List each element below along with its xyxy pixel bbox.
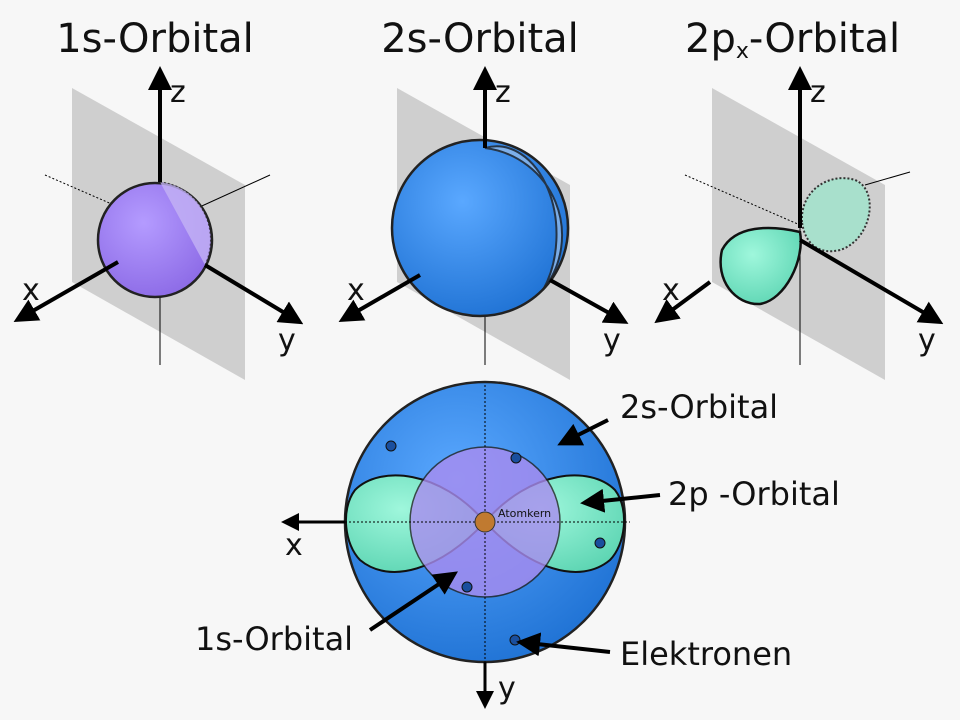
x-label: x: [662, 273, 680, 308]
z-label: z: [170, 75, 186, 110]
nucleus: [474, 511, 496, 533]
z-label: z: [495, 75, 511, 110]
y-label: y: [918, 323, 936, 358]
combined-atom: x y Atomkern 2s-Orbital 2p -Orbital 1s-O…: [195, 380, 840, 709]
2s-sphere: [390, 138, 570, 318]
x-axis: [13, 260, 119, 322]
y-label: y: [278, 323, 296, 358]
p-lobe-front: [719, 226, 803, 306]
z-label: z: [810, 75, 826, 110]
panel-1s: 1s-Orbital z x y: [13, 16, 304, 380]
y-axis: [203, 263, 304, 325]
electrons: [385, 440, 606, 646]
label-electrons: Elektronen: [620, 635, 792, 673]
x-label: x: [347, 273, 365, 308]
panel-2px: 2px-Orbital z x y: [654, 16, 944, 380]
label-2p: 2p -Orbital: [668, 475, 840, 513]
label-2s: 2s-Orbital: [620, 388, 778, 426]
y-label: y: [498, 671, 516, 706]
label-1s: 1s-Orbital: [195, 620, 353, 658]
x-label: x: [285, 528, 303, 563]
title-2px: 2px-Orbital: [685, 16, 900, 64]
title-2s: 2s-Orbital: [381, 16, 579, 62]
panel-2s: 2s-Orbital z x y: [338, 16, 629, 380]
nucleus-label: Atomkern: [498, 507, 551, 520]
title-1s: 1s-Orbital: [56, 16, 254, 62]
y-label: y: [603, 323, 621, 358]
x-label: x: [22, 273, 40, 308]
